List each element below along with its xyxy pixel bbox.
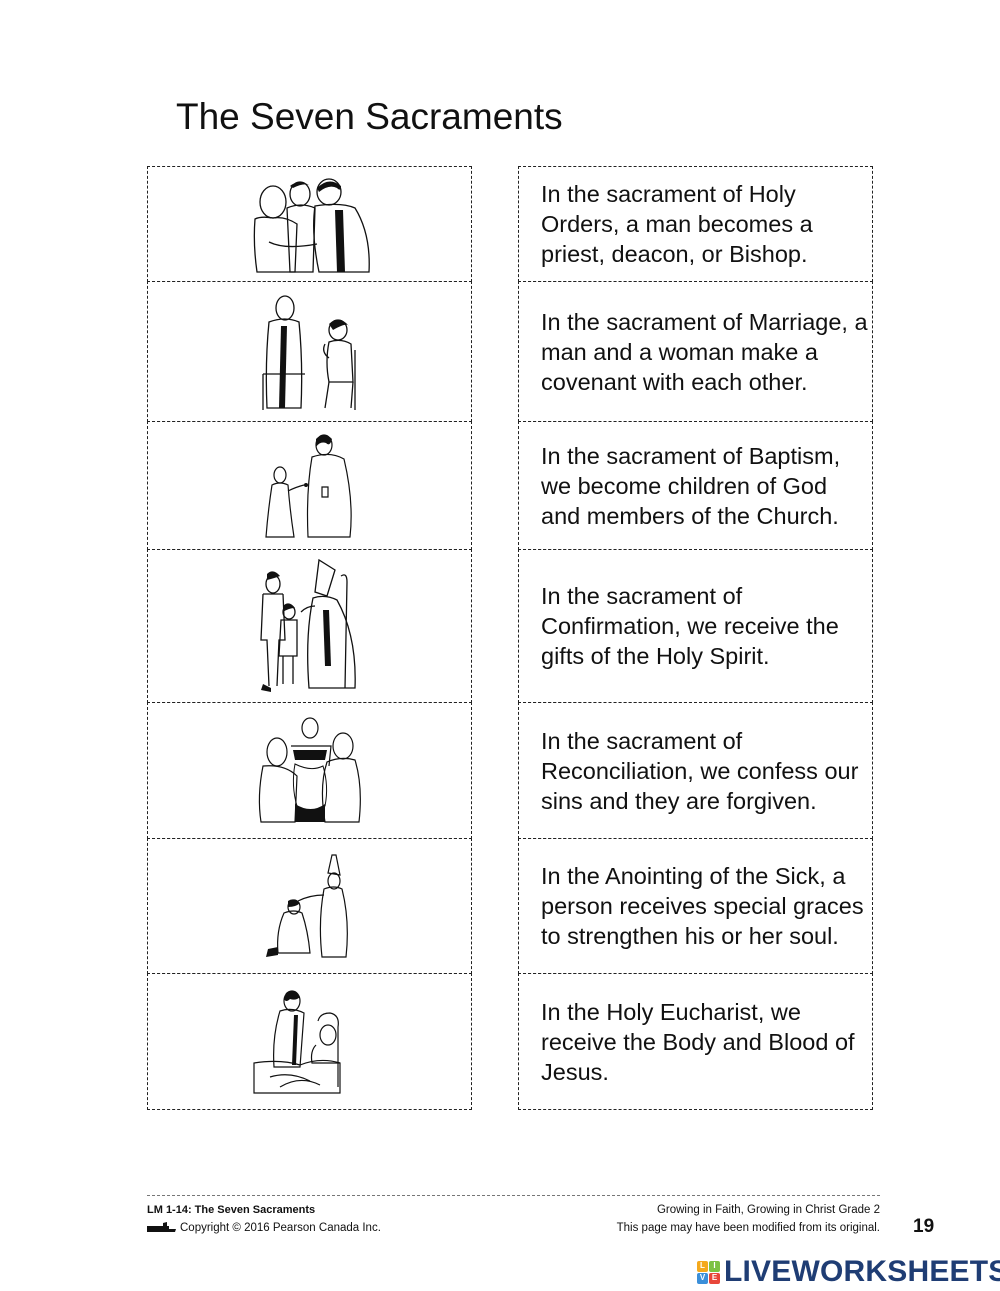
description-cell: In the sacrament of Confirmation, we rec… [518, 549, 873, 703]
sacrament-description: In the Holy Eucharist, we receive the Bo… [541, 998, 855, 1085]
tile-v: V [697, 1272, 708, 1284]
modified-notice: This page may have been modified from it… [616, 1222, 880, 1234]
page-number: 19 [913, 1216, 935, 1237]
tile-e: E [709, 1272, 720, 1284]
image-cell [147, 421, 472, 550]
table-row: In the Anointing of the Sick, a person r… [147, 838, 873, 974]
eucharist-illustration-icon [252, 989, 341, 1094]
table-row: In the sacrament of Confirmation, we rec… [147, 549, 873, 703]
description-cell: In the sacrament of Marriage, a man and … [518, 281, 873, 422]
table-row: In the sacrament of Baptism, we become c… [147, 421, 873, 550]
description-cell: In the Anointing of the Sick, a person r… [518, 838, 873, 974]
description-cell: In the sacrament of Reconciliation, we c… [518, 702, 873, 839]
tile-i: I [709, 1260, 720, 1272]
sacrament-description: In the sacrament of Baptism, we become c… [541, 442, 841, 529]
brand-name: LIVEWORKSHEETS [724, 1255, 1000, 1288]
description-cell: In the Holy Eucharist, we receive the Bo… [518, 973, 873, 1110]
holy-orders-illustration-icon [253, 178, 370, 273]
footer-divider [147, 1195, 880, 1196]
table-row: In the Holy Eucharist, we receive the Bo… [147, 973, 873, 1110]
confirmation-illustration-icon [259, 558, 356, 692]
image-cell [147, 973, 472, 1110]
liveworksheets-logo[interactable]: L I V E LIVEWORKSHEETS [697, 1255, 1000, 1289]
sacrament-description: In the sacrament of Holy Orders, a man b… [541, 181, 813, 267]
description-cell: In the sacrament of Baptism, we become c… [518, 421, 873, 550]
image-cell [147, 702, 472, 839]
table-row: In the sacrament of Reconciliation, we c… [147, 702, 873, 839]
baptism-illustration-icon [264, 433, 352, 538]
page-title: The Seven Sacraments [176, 96, 563, 137]
sacrament-description: In the Anointing of the Sick, a person r… [541, 863, 864, 949]
copyright-text: Copyright © 2016 Pearson Canada Inc. [180, 1222, 381, 1234]
live-tiles-icon: L I V E [697, 1260, 720, 1284]
copier-icon [147, 1222, 176, 1232]
anointing-illustration-icon [265, 854, 348, 958]
image-cell [147, 549, 472, 703]
table-row: In the sacrament of Marriage, a man and … [147, 281, 873, 422]
marriage-illustration-icon [261, 294, 356, 410]
reconciliation-illustration-icon [258, 716, 361, 823]
sacrament-description: In the sacrament of Marriage, a man and … [541, 308, 868, 395]
image-cell [147, 166, 472, 282]
image-cell [147, 281, 472, 422]
sacrament-description: In the sacrament of Reconciliation, we c… [541, 727, 859, 814]
sacrament-description: In the sacrament of Confirmation, we rec… [541, 583, 839, 669]
image-cell [147, 838, 472, 974]
copyright-line: Copyright © 2016 Pearson Canada Inc. [147, 1222, 381, 1234]
lesson-code: LM 1-14: The Seven Sacraments [147, 1204, 316, 1216]
table-row: In the sacrament of Holy Orders, a man b… [147, 166, 873, 282]
description-cell: In the sacrament of Holy Orders, a man b… [518, 166, 873, 282]
series-title: Growing in Faith, Growing in Christ Grad… [656, 1204, 880, 1216]
tile-l: L [697, 1260, 708, 1272]
